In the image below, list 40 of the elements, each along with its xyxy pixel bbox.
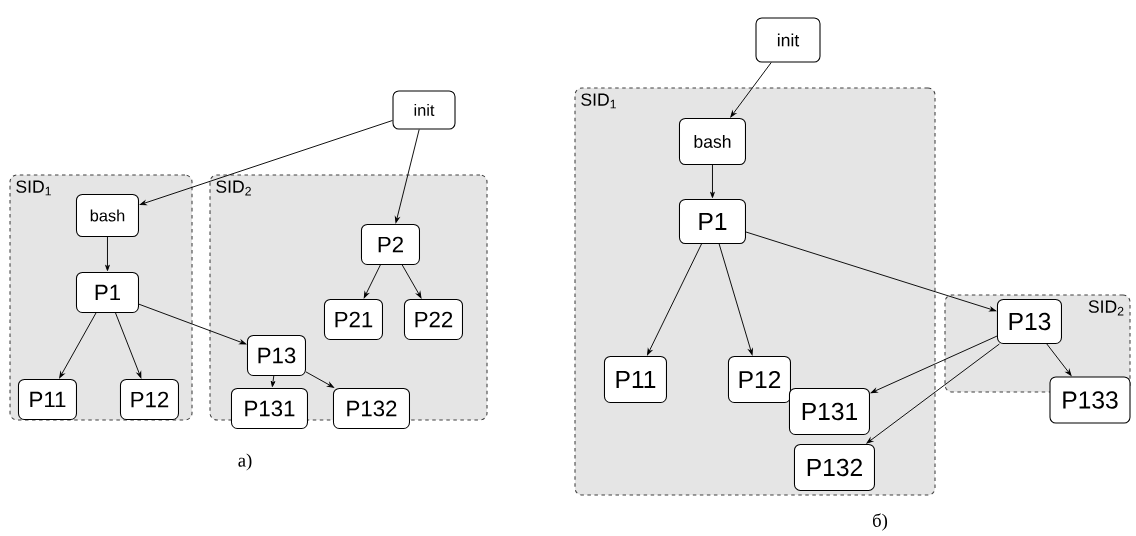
arrow	[105, 236, 110, 272]
arrow	[363, 264, 381, 299]
process-box: init	[755, 17, 821, 63]
process-box: P133	[1049, 376, 1131, 424]
process-box: bash	[75, 193, 139, 237]
arrow	[866, 343, 1000, 444]
arrow	[394, 129, 420, 224]
process-box: P12	[727, 355, 791, 403]
process-box: P13	[996, 298, 1062, 344]
arrow	[870, 335, 998, 394]
process-box: P1	[75, 271, 139, 313]
process-box: P1	[678, 198, 746, 244]
arrow	[710, 164, 715, 198]
arrow	[59, 312, 97, 379]
process-box: init	[392, 90, 456, 130]
arrow	[745, 231, 997, 312]
arrow	[139, 120, 393, 206]
process-box: P2	[360, 223, 420, 265]
panel-caption: б)	[873, 513, 888, 531]
arrow	[138, 303, 247, 345]
process-box: P12	[119, 378, 179, 420]
arrow	[115, 312, 142, 379]
process-box: P132	[793, 443, 875, 491]
process-box: P13	[246, 334, 306, 376]
arrow	[1046, 343, 1072, 376]
process-box: P131	[230, 387, 308, 429]
arrow	[647, 243, 702, 356]
arrow	[401, 264, 422, 299]
arrow	[730, 62, 772, 118]
process-box: P21	[323, 298, 383, 340]
process-box: P132	[332, 387, 410, 429]
arrow	[718, 243, 753, 356]
process-box: P22	[403, 298, 463, 340]
panel-caption: а)	[238, 453, 252, 471]
process-box: bash	[678, 117, 746, 165]
arrow	[270, 375, 276, 388]
arrow	[305, 371, 334, 388]
process-box: P11	[17, 378, 77, 420]
process-box: P11	[603, 355, 667, 403]
process-box: P131	[788, 387, 870, 435]
